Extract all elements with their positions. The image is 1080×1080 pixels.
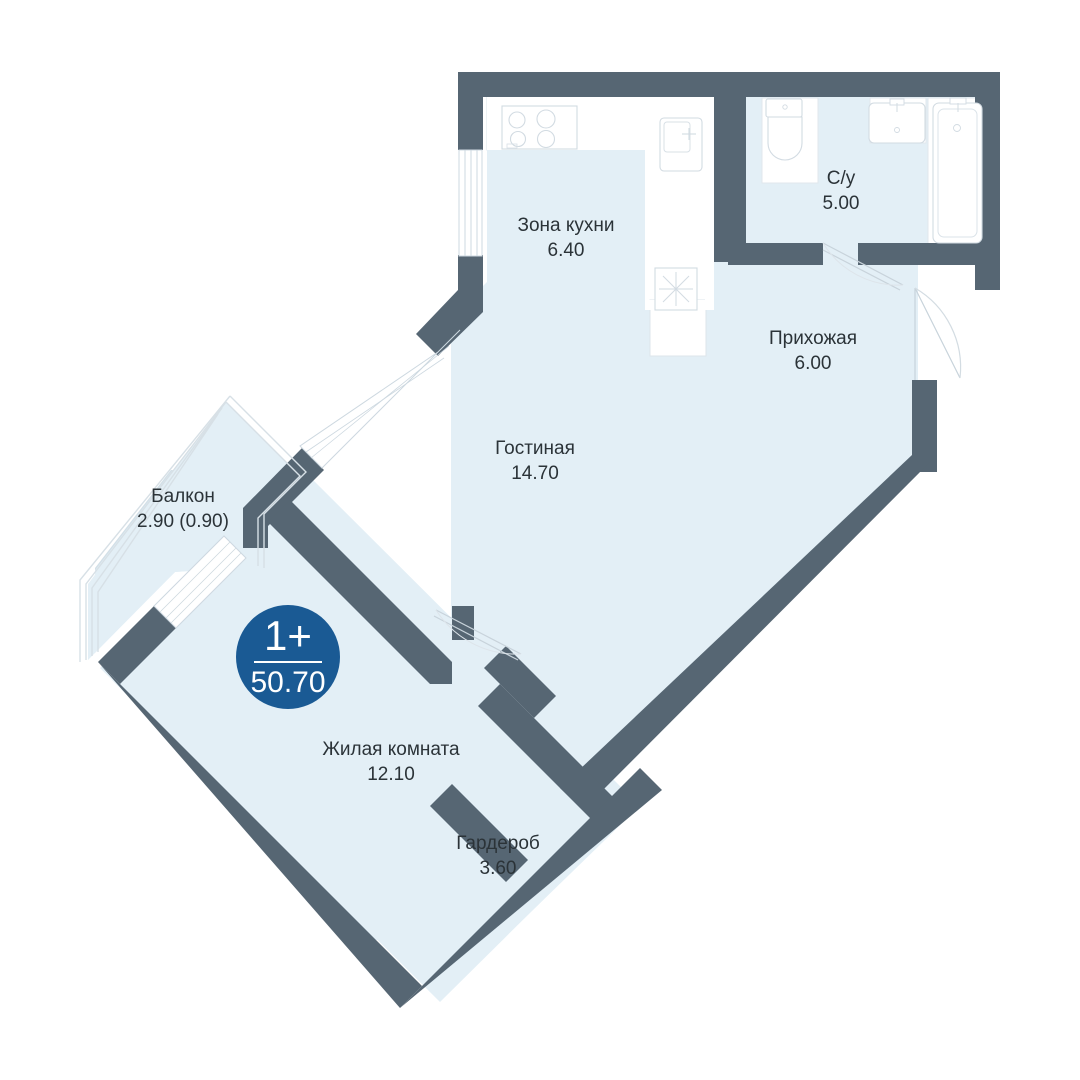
room-label-kitchen: Зона кухни 6.40 [517, 215, 614, 261]
cutout-left [0, 400, 230, 800]
kitchen-fixtures [501, 105, 703, 311]
room-label-balcony: Балкон 2.90 (0.90) [137, 486, 229, 532]
kitchen-sink [659, 117, 703, 172]
wall-living-diagonal-right [560, 455, 937, 810]
wall-hallway-top-stub [728, 243, 750, 265]
wall-bedroom-exterior-sw [98, 662, 422, 1008]
room-area-balcony: 2.90 (0.90) [137, 511, 229, 532]
room-area-kitchen: 6.40 [548, 240, 585, 261]
room-name-bedroom: Жилая комната [322, 739, 460, 760]
wall-living-door-stub [452, 606, 474, 632]
room-area-bedroom: 12.10 [367, 764, 415, 785]
living-room-door [433, 609, 522, 661]
wall-wardrobe-exterior-se [400, 768, 662, 1008]
room-area-living: 14.70 [511, 463, 559, 484]
interior-main [452, 95, 988, 816]
room-label-bedroom: Жилая комната 12.10 [322, 739, 460, 785]
room-area-bathroom: 5.00 [823, 193, 860, 214]
room-label-bathroom: С/у 5.00 [823, 168, 860, 214]
apartment-summary-badge[interactable]: 1+ 50.70 [236, 605, 340, 709]
windows [79, 149, 483, 662]
balcony-glazing [79, 395, 231, 662]
room-label-hallway: Прихожая 6.00 [769, 328, 857, 374]
bathtub [932, 97, 983, 244]
toilet [765, 98, 803, 161]
bathroom-fixtures [765, 97, 983, 244]
room-labels: Зона кухни 6.40 С/у 5.00 Прихожая 6.00 Г… [137, 168, 859, 879]
badge-rooms-label: 1+ [264, 612, 312, 659]
badge-circle [236, 605, 340, 709]
wall-kitchen-bath-partition [714, 72, 746, 262]
kitchen-stove [501, 105, 578, 150]
cutout-upper [0, 0, 1080, 470]
room-label-living: Гостиная 14.70 [495, 438, 575, 484]
wall-kitchen-left-upper [458, 72, 483, 150]
interior-balcony-2 [88, 402, 302, 660]
doors [433, 242, 962, 661]
room-label-wardrobe: Гардероб 3.60 [456, 833, 540, 879]
wall-balcony-edge-stub [243, 508, 268, 548]
wall-bedroom-right-upper [484, 646, 556, 718]
room-name-living: Гостиная [495, 438, 575, 459]
kitchen-counter-right [645, 95, 714, 310]
room-name-hallway: Прихожая [769, 328, 857, 349]
wall-bathroom-bottom-right [858, 243, 978, 265]
room-area-hallway: 6.00 [795, 353, 832, 374]
room-name-bathroom: С/у [827, 168, 856, 189]
balcony-door [153, 535, 247, 629]
cutout-lower-right [430, 470, 1080, 1080]
wall-wardrobe-upper [478, 684, 616, 822]
wall-living-diagonal-left-upper [416, 290, 483, 356]
washbasin [868, 98, 926, 144]
entrance-door [914, 287, 962, 380]
room-name-balcony: Балкон [151, 486, 215, 507]
bathroom-door [822, 242, 904, 291]
room-name-wardrobe: Гардероб [456, 833, 540, 854]
room-area-wardrobe: 3.60 [480, 858, 517, 879]
living-room-window [299, 329, 461, 469]
room-name-kitchen: Зона кухни [517, 215, 614, 236]
wall-living-bedroom-partition [268, 500, 452, 684]
wall-wardrobe-left-partition [430, 784, 528, 882]
balcony-glazing-right [225, 395, 307, 568]
wall-bedroom-left-upper [98, 606, 176, 684]
badge-total-area: 50.70 [250, 666, 325, 699]
kitchen-window [458, 149, 483, 257]
wall-bathroom-bottom-left [745, 243, 823, 265]
ventilation-duct [654, 267, 698, 311]
